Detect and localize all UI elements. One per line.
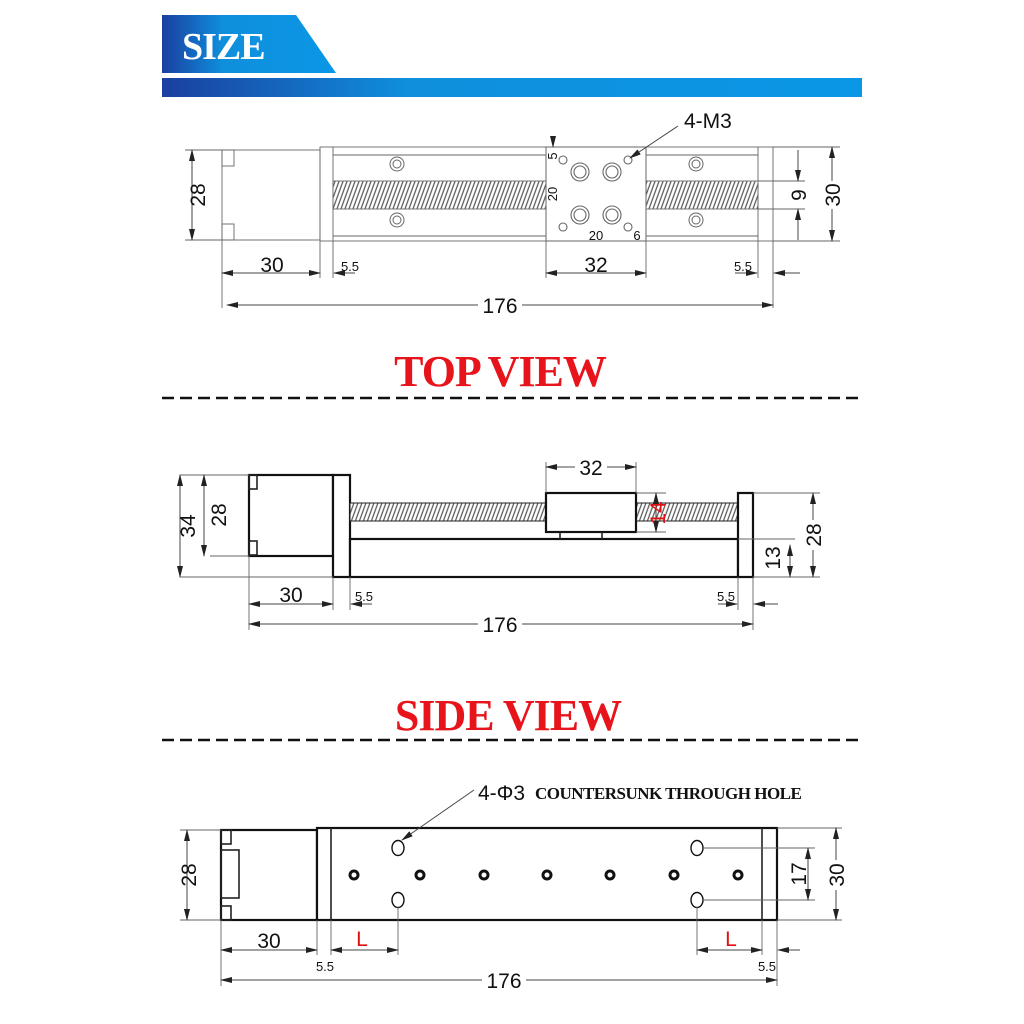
size-banner: SIZE [162, 15, 862, 97]
motor [221, 149, 321, 241]
dim-motor-height: 28 [187, 183, 210, 206]
motor [247, 473, 335, 558]
dim-plate-right: 5.5 [734, 259, 752, 274]
countersunk-leader [401, 789, 475, 841]
dim-hole-spacing-h: 20 [589, 228, 603, 243]
motor-connector [220, 849, 240, 899]
side-view-drawing: 34 28 32 14 28 13 30 5.5 5.5 176 [177, 457, 826, 637]
dim-motor-length: 30 [260, 254, 283, 277]
carriage-holes [558, 155, 633, 232]
end-plate-right [736, 491, 755, 579]
dim-plate-left: 5.5 [316, 959, 334, 974]
banner-tab [162, 15, 336, 73]
dim-hole-edge: 6 [633, 228, 640, 243]
m3-leader [629, 125, 679, 159]
dim-motor-length: 30 [279, 584, 302, 607]
dim-hole-spacing-v: 20 [545, 187, 560, 201]
dim-carriage-width: 32 [584, 254, 607, 277]
lead-screw [349, 502, 739, 522]
countersunk-callout-text: COUNTERSUNK THROUGH HOLE [535, 784, 802, 803]
dim-plate-right: 5.5 [717, 589, 735, 604]
banner-bar [162, 78, 862, 97]
countersunk-holes [391, 839, 704, 909]
dim-plate-right: 5.5 [758, 959, 776, 974]
dim-total-length: 176 [482, 614, 517, 637]
dim-total-length: 176 [486, 970, 521, 993]
dim-offset-left: L [356, 928, 368, 951]
dim-offset-right: L [725, 928, 737, 951]
dim-motor-length: 30 [257, 930, 280, 953]
dim-carriage-height: 14 [647, 501, 670, 525]
bottom-view-drawing: 4-Φ3 COUNTERSUNK THROUGH HOLE 28 30 17 3… [178, 782, 849, 993]
top-view-drawing: 4-M3 28 30 5.5 32 5.5 176 9 30 5 20 2 [185, 110, 845, 318]
dim-plate-left: 5.5 [341, 259, 359, 274]
side-view-title: SIDE VIEW [395, 691, 622, 740]
m3-callout: 4-M3 [684, 110, 732, 133]
end-plate-left [331, 473, 352, 579]
dim-motor-height: 28 [178, 863, 201, 886]
countersunk-callout-prefix: 4-Φ3 [478, 782, 525, 805]
dim-hole-spacing: 17 [788, 862, 811, 885]
top-view-title: TOP VIEW [394, 347, 607, 396]
motor [219, 828, 319, 922]
motor-tab [221, 223, 235, 241]
dim-total-width: 30 [826, 863, 849, 886]
dim-rail-height: 13 [762, 546, 785, 569]
dim-total-height: 34 [177, 514, 200, 538]
dim-plate-left: 5.5 [355, 589, 373, 604]
carriage [545, 146, 647, 242]
dim-motor-height: 28 [208, 503, 231, 526]
dim-carriage-width: 32 [579, 457, 602, 480]
dim-plate-height: 28 [803, 523, 826, 546]
dim-total-width: 30 [822, 183, 845, 206]
base-rail [348, 537, 740, 579]
banner-title: SIZE [182, 26, 265, 68]
dim-total-length: 176 [482, 295, 517, 318]
carriage [544, 491, 638, 534]
dim-screw-width: 9 [788, 189, 811, 201]
dim-hole-offset: 5 [545, 152, 560, 159]
motor-tab [221, 149, 235, 167]
mounting-holes [348, 869, 744, 881]
